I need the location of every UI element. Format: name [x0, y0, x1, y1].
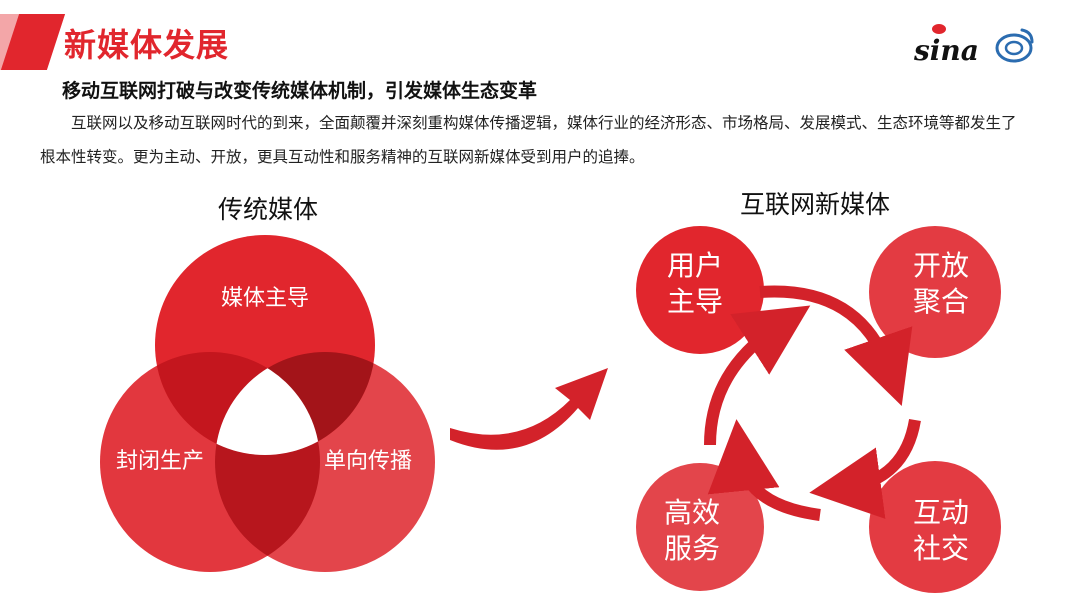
logo-group: sina: [914, 20, 1044, 68]
weibo-logo: [995, 28, 1034, 63]
cycle-arrow-top: [759, 285, 913, 407]
sina-eye-icon: [932, 24, 946, 34]
new-media-cycle: 用户 主导 开放 聚合 互动 社交 高效 服务: [636, 226, 1001, 593]
node-service-line1: 高效: [664, 496, 720, 529]
cycle-arrow-bottom: [707, 419, 821, 521]
intro-paragraph: 互联网以及移动互联网时代的到来，全面颠覆并深刻重构媒体传播逻辑，媒体行业的经济形…: [40, 114, 1017, 166]
traditional-heading: 传统媒体: [218, 195, 318, 224]
sina-logo: sina: [914, 34, 979, 67]
cycle-arrow-left: [704, 305, 811, 446]
transition-arrow-shape: [450, 368, 608, 450]
node-open-aggregation: [869, 226, 1001, 358]
venn-center: [215, 352, 320, 455]
node-user-led-line2: 主导: [667, 285, 723, 318]
cycle-arrow-right: [809, 418, 921, 519]
traditional-venn: 媒体主导 封闭生产 单向传播: [100, 235, 435, 572]
node-service-line2: 服务: [664, 532, 720, 565]
transition-arrow: [450, 368, 608, 450]
node-open-line1: 开放: [913, 249, 969, 282]
node-user-led-line1: 用户: [667, 249, 723, 282]
node-open-line2: 聚合: [913, 285, 969, 318]
subtitle: 移动互联网打破与改变传统媒体机制，引发媒体生态变革: [62, 80, 538, 102]
title-bar: 新媒体发展: [0, 14, 700, 70]
node-social-line1: 互动: [913, 496, 969, 529]
venn-label-right: 单向传播: [324, 449, 412, 474]
node-interactive-social: [869, 461, 1001, 593]
venn-label-top: 媒体主导: [221, 286, 309, 311]
venn-label-left: 封闭生产: [116, 449, 204, 474]
node-social-line2: 社交: [913, 532, 969, 565]
page-title: 新媒体发展: [64, 26, 230, 64]
node-efficient-service: [636, 463, 764, 591]
new-media-heading: 互联网新媒体: [740, 190, 890, 219]
